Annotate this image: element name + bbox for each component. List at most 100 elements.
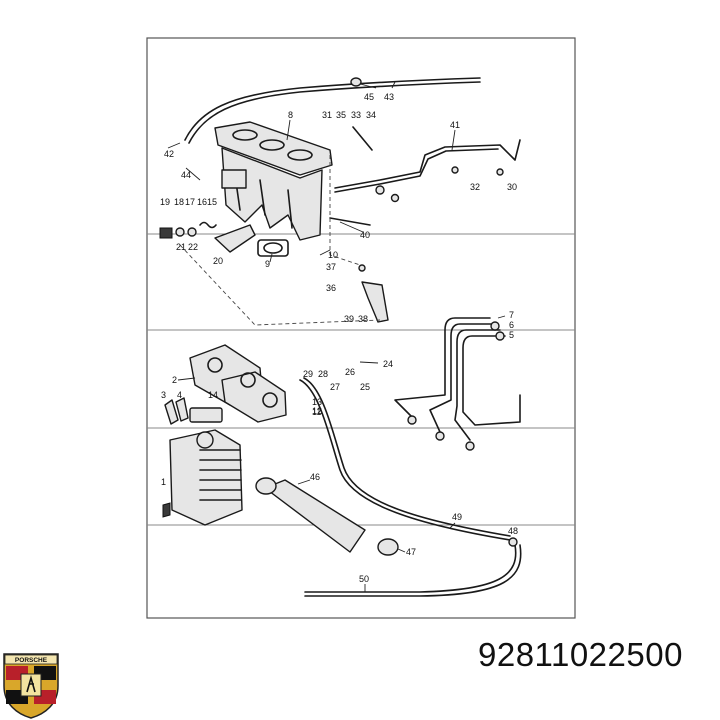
fuel-line bbox=[429, 323, 496, 433]
top-hose bbox=[184, 77, 481, 141]
callout-43: 43 bbox=[384, 92, 394, 102]
callout-40: 40 bbox=[360, 230, 370, 240]
callout-18: 18 bbox=[174, 197, 184, 207]
breather-hose bbox=[304, 544, 522, 597]
washer bbox=[187, 227, 197, 237]
callout-16: 16 bbox=[197, 197, 207, 207]
callout-9: 9 bbox=[265, 259, 270, 269]
callout-32: 32 bbox=[470, 182, 480, 192]
bracket bbox=[214, 224, 256, 253]
throttle-linkage-rod bbox=[334, 139, 521, 189]
callout-11: 11 bbox=[312, 407, 321, 417]
injection-unit bbox=[221, 371, 287, 423]
top-hose-inner bbox=[188, 81, 481, 144]
callout-21: 21 bbox=[176, 242, 186, 252]
linkage-joint bbox=[390, 193, 400, 203]
part-number: 92811022500 bbox=[478, 636, 683, 673]
callout-20: 20 bbox=[213, 256, 223, 266]
fuel-line bbox=[394, 317, 491, 421]
callout-46: 46 bbox=[310, 472, 320, 482]
callout-31: 31 bbox=[322, 110, 332, 120]
line-fitting bbox=[495, 331, 505, 341]
callout-22: 22 bbox=[188, 242, 198, 252]
fuel-line bbox=[462, 335, 521, 426]
assembly-guide bbox=[329, 155, 361, 266]
callout-34: 34 bbox=[366, 110, 376, 120]
gasket bbox=[257, 239, 289, 257]
callout-1: 1 bbox=[161, 477, 166, 487]
hose-clamp bbox=[350, 77, 362, 87]
callout-17: 17 bbox=[185, 197, 195, 207]
callout-29: 29 bbox=[303, 369, 313, 379]
callout-49: 49 bbox=[452, 512, 462, 522]
callout-39: 39 bbox=[344, 314, 354, 324]
vacuum-hose bbox=[303, 377, 511, 537]
callout-25: 25 bbox=[360, 382, 370, 392]
callout-37: 37 bbox=[326, 262, 336, 272]
callout-13: 13 bbox=[312, 397, 322, 407]
callout-19: 19 bbox=[160, 197, 170, 207]
callout-33: 33 bbox=[351, 110, 361, 120]
leader-lines bbox=[167, 81, 506, 592]
manifold-port bbox=[232, 129, 258, 141]
callout-4: 4 bbox=[177, 390, 182, 400]
linkage-joint bbox=[496, 168, 504, 176]
assembly-guide bbox=[179, 244, 381, 326]
callout-47: 47 bbox=[406, 547, 416, 557]
line-fitting bbox=[407, 415, 417, 425]
callout-15: 15 bbox=[207, 197, 217, 207]
callout-48: 48 bbox=[508, 526, 518, 536]
callout-41: 41 bbox=[450, 120, 460, 130]
callout-5: 5 bbox=[509, 330, 514, 340]
manifold-port bbox=[287, 149, 313, 161]
linkage-shaft bbox=[352, 126, 373, 151]
line-fitting bbox=[490, 321, 500, 331]
washer bbox=[175, 227, 185, 237]
callout-36: 36 bbox=[326, 283, 336, 293]
unit-port bbox=[207, 357, 223, 373]
manifold-port bbox=[259, 139, 285, 151]
sleeve-end bbox=[255, 477, 277, 495]
svg-text:PORSCHE: PORSCHE bbox=[15, 657, 48, 664]
callout-3: 3 bbox=[161, 390, 166, 400]
spring bbox=[199, 221, 217, 229]
callout-10: 10 bbox=[328, 250, 338, 260]
gasket bbox=[189, 407, 223, 423]
cooling-fins bbox=[199, 449, 242, 501]
callout-12: 12 bbox=[312, 406, 322, 416]
line-fitting bbox=[465, 441, 475, 451]
callout-6: 6 bbox=[509, 320, 514, 330]
manifold-body bbox=[221, 147, 323, 241]
line-fitting bbox=[435, 431, 445, 441]
callout-7: 7 bbox=[509, 310, 514, 320]
throttle-lever bbox=[361, 281, 389, 323]
callout-38: 38 bbox=[358, 314, 368, 324]
hose-clamp bbox=[377, 538, 399, 556]
gasket-hole bbox=[263, 242, 283, 254]
throttle-linkage-rod bbox=[334, 148, 499, 193]
lever-pivot bbox=[358, 264, 366, 272]
callout-50: 50 bbox=[359, 574, 369, 584]
cylinder-head bbox=[169, 429, 243, 526]
porsche-crest-icon: PORSCHE bbox=[3, 653, 59, 719]
callout-35: 35 bbox=[336, 110, 346, 120]
manifold-flange bbox=[221, 169, 247, 189]
callout-27: 27 bbox=[330, 382, 340, 392]
head-port bbox=[196, 431, 214, 449]
intake-sleeve bbox=[264, 479, 366, 553]
unit-port bbox=[240, 372, 256, 388]
callout-8: 8 bbox=[288, 110, 293, 120]
linkage-rod bbox=[329, 217, 371, 226]
callout-30: 30 bbox=[507, 182, 517, 192]
callout-26: 26 bbox=[345, 367, 355, 377]
linkage-joint bbox=[375, 185, 385, 195]
callout-44: 44 bbox=[181, 170, 191, 180]
linkage-joint bbox=[451, 166, 459, 174]
fitting bbox=[159, 227, 173, 239]
callout-24: 24 bbox=[383, 359, 393, 369]
vacuum-hose bbox=[299, 379, 511, 541]
callout-2: 2 bbox=[172, 375, 177, 385]
injector bbox=[164, 399, 179, 425]
hose-connector bbox=[508, 537, 518, 547]
injector bbox=[175, 397, 189, 422]
